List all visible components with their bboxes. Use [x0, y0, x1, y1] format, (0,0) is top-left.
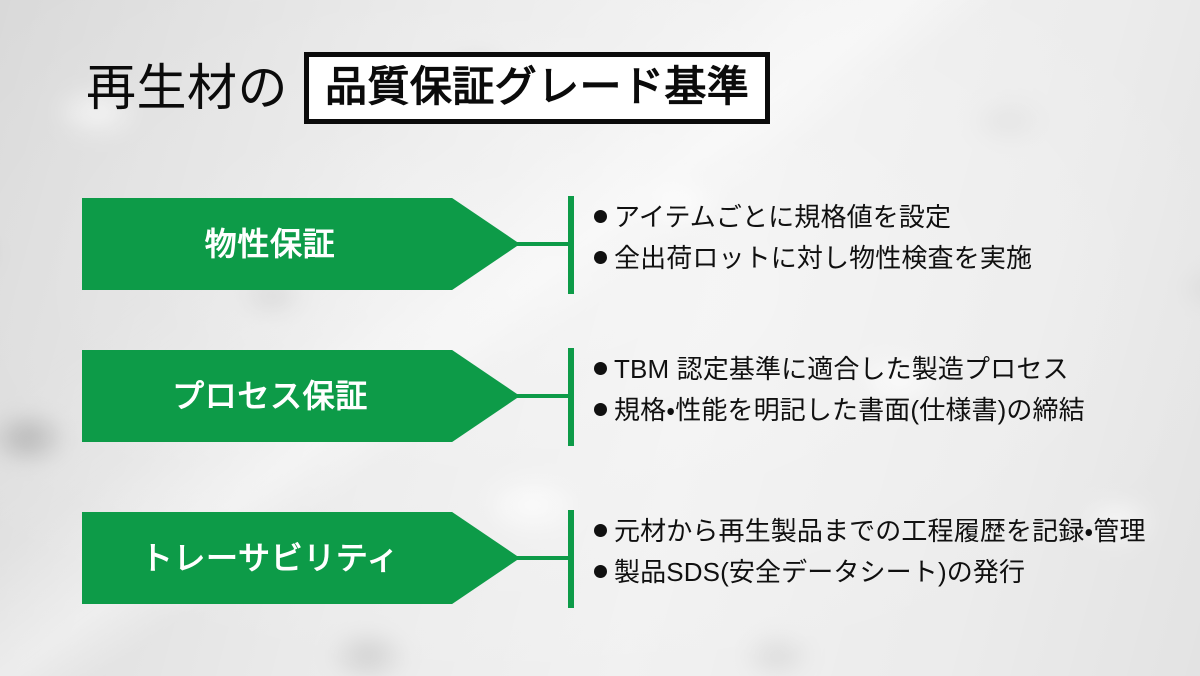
criterion-label: プロセス保証 — [172, 378, 368, 414]
criterion-row: プロセス保証 TBM 認定基準に適合した製造プロセス 規格・性能を明記した書面(… — [0, 348, 1200, 460]
criterion-arrow: プロセス保証 — [82, 350, 520, 442]
vertical-accent-bar — [568, 196, 574, 294]
list-item-label: 規格・性能を明記した書面(仕様書)の締結 — [614, 394, 1085, 425]
list-item-label: 製品SDS(安全データシート)の発行 — [614, 556, 1026, 587]
page-title-boxed-text: 品質保証グレード基準 — [325, 63, 750, 110]
bullet-dot-icon — [594, 524, 607, 537]
connector-line — [516, 556, 572, 560]
criterion-row: 物性保証 アイテムごとに規格値を設定 全出荷ロットに対し物性検査を実施 — [0, 196, 1200, 308]
list-item: TBM 認定基準に適合した製造プロセス — [594, 352, 1174, 387]
criterion-bullet-list: アイテムごとに規格値を設定 全出荷ロットに対し物性検査を実施 — [594, 200, 1174, 282]
criterion-label: 物性保証 — [204, 226, 336, 262]
bullet-dot-icon — [594, 402, 607, 416]
list-item: 規格・性能を明記した書面(仕様書)の締結 — [594, 393, 1174, 428]
vertical-accent-bar — [568, 510, 574, 608]
bullet-dot-icon — [594, 564, 607, 578]
bullet-dot-icon — [594, 210, 607, 223]
connector-line — [516, 394, 572, 398]
criterion-row: トレーサビリティ 元材から再生製品までの工程履歴を記録・管理 製品SDS(安全デ… — [0, 510, 1200, 622]
list-item: 製品SDS(安全データシート)の発行 — [594, 555, 1174, 590]
list-item: アイテムごとに規格値を設定 — [594, 200, 1174, 235]
criterion-label: トレーサビリティ — [140, 540, 400, 576]
page-title-lead: 再生材の — [86, 60, 288, 116]
list-item-label: TBM 認定基準に適合した製造プロセス — [614, 354, 1069, 384]
bullet-dot-icon — [594, 362, 607, 375]
page-title-box: 品質保証グレード基準 — [304, 52, 771, 124]
bullet-dot-icon — [594, 250, 607, 264]
list-item: 元材から再生製品までの工程履歴を記録・管理 — [594, 514, 1174, 549]
list-item: 全出荷ロットに対し物性検査を実施 — [594, 241, 1174, 276]
criterion-bullet-list: 元材から再生製品までの工程履歴を記録・管理 製品SDS(安全データシート)の発行 — [594, 514, 1174, 596]
list-item-label: アイテムごとに規格値を設定 — [614, 202, 952, 232]
list-item-label: 全出荷ロットに対し物性検査を実施 — [614, 242, 1033, 273]
connector-line — [516, 242, 572, 246]
vertical-accent-bar — [568, 348, 574, 446]
criterion-bullet-list: TBM 認定基準に適合した製造プロセス 規格・性能を明記した書面(仕様書)の締結 — [594, 352, 1174, 434]
page-title: 再生材の 品質保証グレード基準 — [86, 48, 771, 128]
list-item-label: 元材から再生製品までの工程履歴を記録・管理 — [614, 516, 1146, 546]
criterion-arrow: 物性保証 — [82, 198, 520, 290]
criterion-arrow: トレーサビリティ — [82, 512, 520, 604]
